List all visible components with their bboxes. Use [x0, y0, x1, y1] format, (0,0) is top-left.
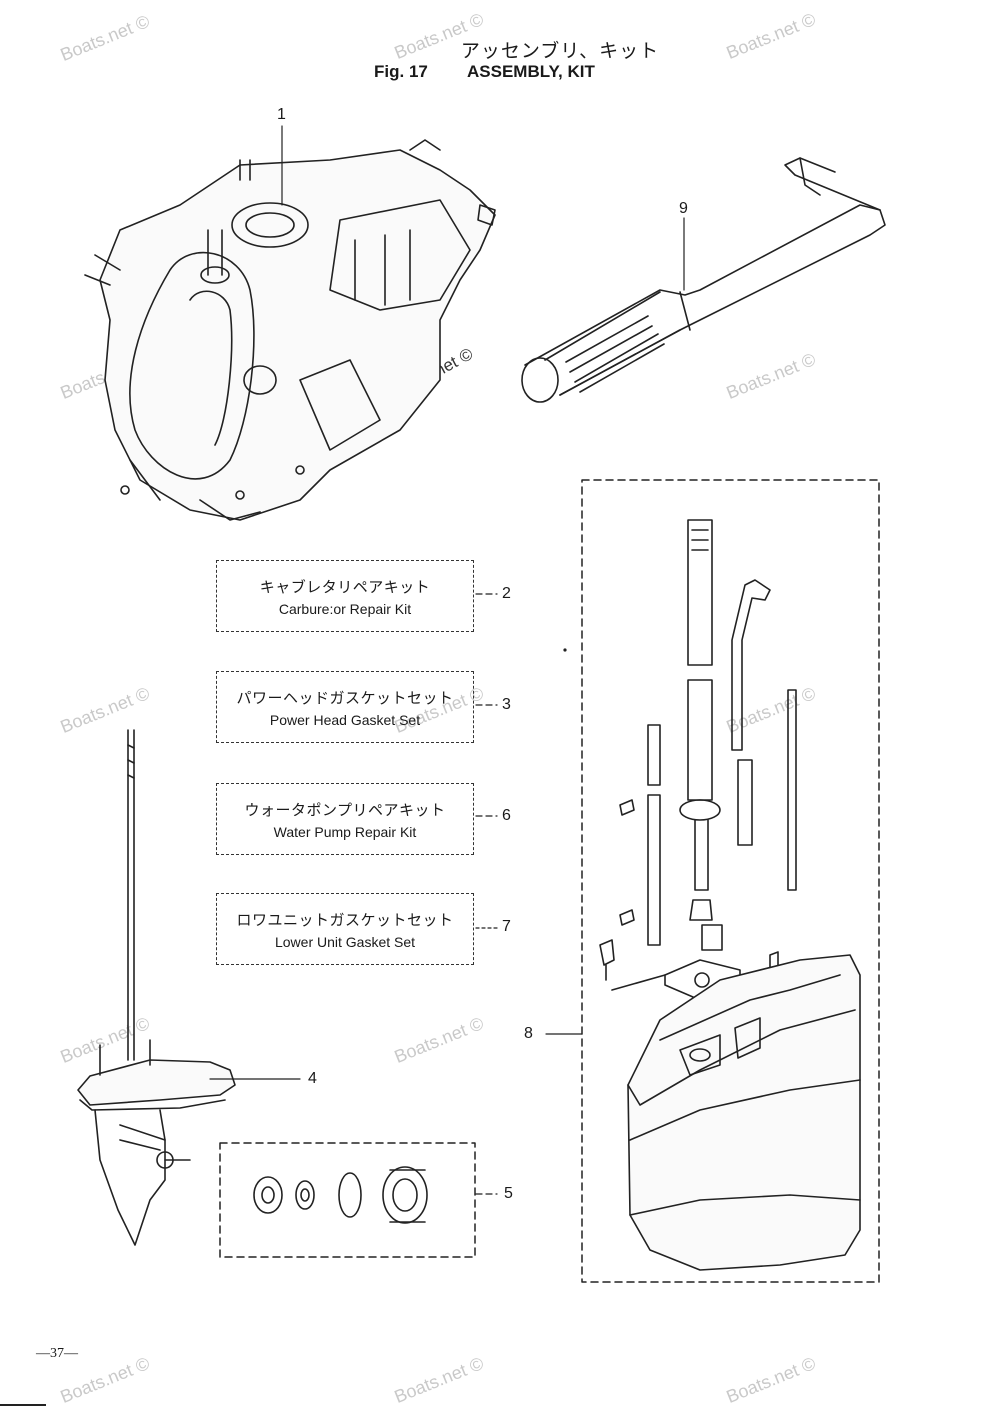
- callout-8: 8: [524, 1025, 533, 1042]
- callout-1: 1: [277, 106, 286, 123]
- kit-name-japanese: ロワユニットガスケットセット: [236, 911, 454, 929]
- water-pump-repair-kit-box: ウォータポンプリペアキット Water Pump Repair Kit: [216, 783, 474, 855]
- kit-name-japanese: ウォータポンプリペアキット: [244, 801, 446, 819]
- lower-unit-gasket-set-box: ロワユニットガスケットセット Lower Unit Gasket Set: [216, 893, 474, 965]
- bottom-rule: [0, 1404, 46, 1406]
- power-head-gasket-set-box: パワーヘッドガスケットセット Power Head Gasket Set: [216, 671, 474, 743]
- kit-name: Power Head Gasket Set: [269, 711, 421, 728]
- callout-4: 4: [308, 1070, 317, 1087]
- kit-name-japanese: パワーヘッドガスケットセット: [236, 689, 454, 707]
- kit-name: Water Pump Repair Kit: [273, 823, 417, 840]
- power-head-assembly-drawing: [84, 139, 496, 521]
- callout-3: 3: [502, 696, 511, 713]
- callout-9: 9: [679, 200, 688, 217]
- kit-name: Carbure:or Repair Kit: [278, 600, 412, 617]
- drive-shaft-housing-drawing: [599, 519, 861, 1271]
- lower-unit-drawing: [77, 729, 236, 1246]
- tiller-handle-drawing: [521, 157, 886, 403]
- page-title-japanese: アッセンブリ、キット: [460, 40, 660, 62]
- kit-5-outline: [219, 1142, 476, 1258]
- callout-7: 7: [502, 918, 511, 935]
- page-title: ASSEMBLY, KIT: [467, 62, 595, 81]
- callout-6: 6: [502, 807, 511, 824]
- kit-name: Lower Unit Gasket Set: [274, 933, 416, 950]
- kit-8-outline: [581, 479, 880, 1283]
- carburetor-repair-kit-box: キャブレタリペアキット Carbure:or Repair Kit: [216, 560, 474, 632]
- page-number: —37—: [36, 1346, 78, 1361]
- callout-5: 5: [504, 1185, 513, 1202]
- water-pump-parts-drawing: [253, 1166, 428, 1224]
- figure-label: Fig. 17: [374, 62, 428, 81]
- kit-name-japanese: キャブレタリペアキット: [259, 578, 431, 596]
- callout-2: 2: [502, 585, 511, 602]
